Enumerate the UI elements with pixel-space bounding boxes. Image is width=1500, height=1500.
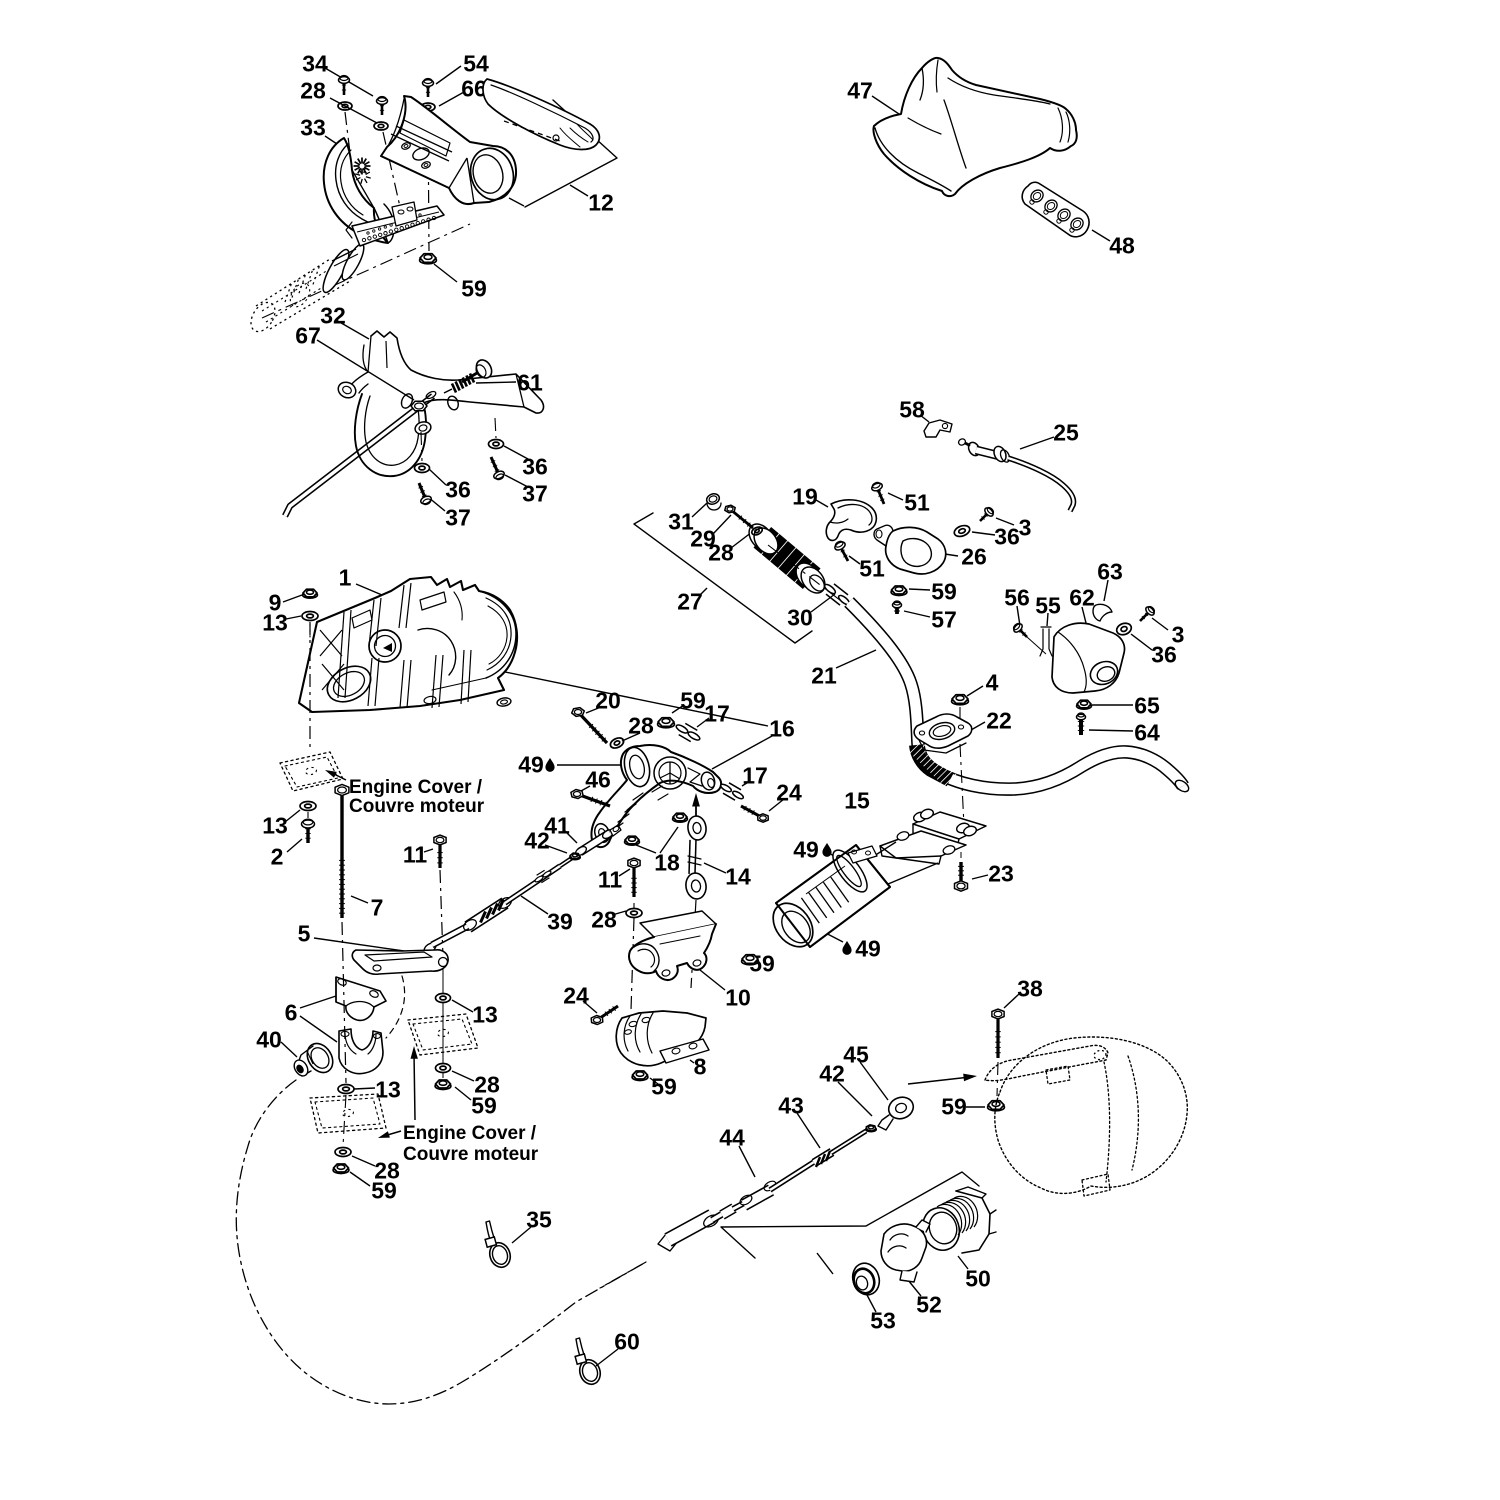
svg-text:Engine Cover /: Engine Cover / [403,1123,537,1144]
svg-text:43: 43 [778,1092,804,1118]
svg-text:30: 30 [787,604,813,630]
svg-text:13: 13 [262,812,288,838]
svg-text:2: 2 [271,843,284,869]
svg-text:38: 38 [1017,975,1043,1001]
svg-text:7: 7 [371,894,384,920]
svg-text:8: 8 [694,1053,707,1079]
svg-text:42: 42 [819,1060,845,1086]
svg-text:28: 28 [374,1157,400,1183]
svg-text:3: 3 [1019,514,1032,540]
svg-text:5: 5 [298,920,311,946]
svg-text:48: 48 [1109,232,1135,258]
svg-text:32: 32 [320,302,346,328]
svg-text:4: 4 [986,669,999,695]
svg-text:59: 59 [461,275,487,301]
svg-text:11: 11 [403,841,428,867]
svg-text:13: 13 [472,1001,498,1027]
svg-text:64: 64 [1134,719,1160,745]
svg-text:18: 18 [654,849,680,875]
svg-text:36: 36 [445,476,471,502]
svg-text:49: 49 [518,751,544,777]
svg-text:37: 37 [522,480,548,506]
svg-text:46: 46 [585,766,611,792]
svg-text:11: 11 [598,866,623,892]
svg-text:49: 49 [793,836,819,862]
svg-text:53: 53 [870,1307,896,1333]
svg-text:62: 62 [1069,584,1095,610]
svg-text:13: 13 [375,1076,401,1102]
svg-text:12: 12 [588,189,614,215]
svg-text:59: 59 [371,1177,397,1203]
svg-text:42: 42 [524,827,550,853]
svg-text:23: 23 [988,860,1014,886]
svg-text:26: 26 [961,543,987,569]
svg-text:10: 10 [725,984,751,1010]
svg-text:58: 58 [899,396,925,422]
svg-text:36: 36 [994,523,1020,549]
svg-text:16: 16 [769,715,795,741]
svg-text:Engine Cover /: Engine Cover / [349,777,483,798]
svg-text:14: 14 [725,863,751,889]
svg-text:31: 31 [668,508,694,534]
svg-text:Couvre moteur: Couvre moteur [403,1144,539,1165]
svg-text:28: 28 [300,77,326,103]
svg-text:22: 22 [986,707,1012,733]
svg-text:37: 37 [445,504,471,530]
svg-text:59: 59 [471,1092,497,1118]
svg-text:24: 24 [563,982,589,1008]
svg-text:21: 21 [811,662,837,688]
svg-text:44: 44 [719,1124,745,1150]
svg-text:59: 59 [941,1093,967,1119]
svg-text:28: 28 [591,906,617,932]
svg-text:28: 28 [474,1071,500,1097]
svg-text:45: 45 [843,1041,869,1067]
svg-text:29: 29 [690,525,716,551]
svg-text:13: 13 [262,609,288,635]
svg-text:57: 57 [931,606,957,632]
svg-text:34: 34 [302,50,328,76]
svg-text:65: 65 [1134,692,1160,718]
svg-text:28: 28 [628,712,654,738]
svg-text:50: 50 [965,1265,991,1291]
svg-text:17: 17 [742,762,768,788]
svg-text:19: 19 [792,483,818,509]
svg-text:6: 6 [285,999,298,1025]
svg-text:Couvre moteur: Couvre moteur [349,796,485,817]
svg-text:40: 40 [256,1026,282,1052]
svg-text:67: 67 [295,322,321,348]
svg-text:59: 59 [651,1073,677,1099]
svg-text:36: 36 [1151,641,1177,667]
svg-text:3: 3 [1172,621,1185,647]
svg-text:41: 41 [544,812,570,838]
svg-text:25: 25 [1053,419,1079,445]
svg-text:61: 61 [517,369,543,395]
svg-text:47: 47 [847,77,873,103]
svg-text:54: 54 [463,50,489,76]
svg-text:28: 28 [708,539,734,565]
svg-text:9: 9 [269,589,282,615]
svg-text:51: 51 [859,555,885,581]
svg-text:59: 59 [931,578,957,604]
svg-text:15: 15 [844,787,870,813]
svg-text:63: 63 [1097,558,1123,584]
svg-text:39: 39 [547,908,573,934]
svg-text:27: 27 [677,588,703,614]
svg-text:1: 1 [339,564,352,590]
svg-text:33: 33 [300,114,326,140]
svg-text:56: 56 [1004,584,1030,610]
svg-text:51: 51 [904,489,930,515]
svg-text:49: 49 [855,935,881,961]
svg-text:60: 60 [614,1328,640,1354]
